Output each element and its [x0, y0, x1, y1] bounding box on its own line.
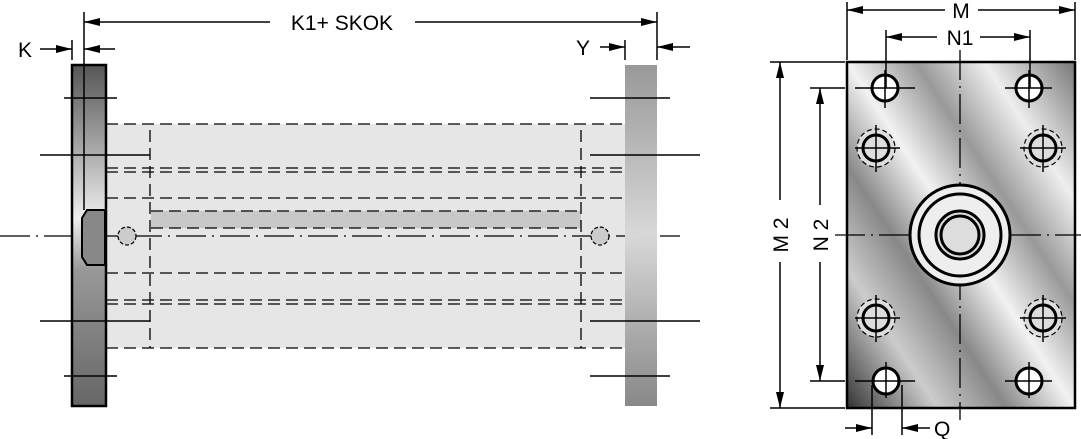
dim-n2-label: N 2: [810, 219, 833, 252]
port-fitting: [81, 209, 106, 266]
right-flange: [625, 65, 657, 406]
dim-stroke-label: K1+ SKOK: [291, 12, 393, 35]
dim-q-label: Q: [934, 418, 950, 439]
dim-y-label: Y: [576, 37, 590, 60]
dim-n1-label: N1: [947, 27, 974, 50]
dim-k-label: K: [18, 39, 32, 62]
front-view: M N1 M 2 N 2 Q: [770, 0, 1081, 439]
port-symbol-left: [117, 226, 137, 246]
port-symbol-right: [590, 226, 610, 246]
side-view: K1+ SKOK K Y: [0, 12, 700, 408]
dim-m-label: M: [952, 0, 970, 23]
dim-m2-label: M 2: [770, 217, 793, 252]
central-port: [908, 183, 1012, 287]
piston-rod: [151, 211, 581, 228]
